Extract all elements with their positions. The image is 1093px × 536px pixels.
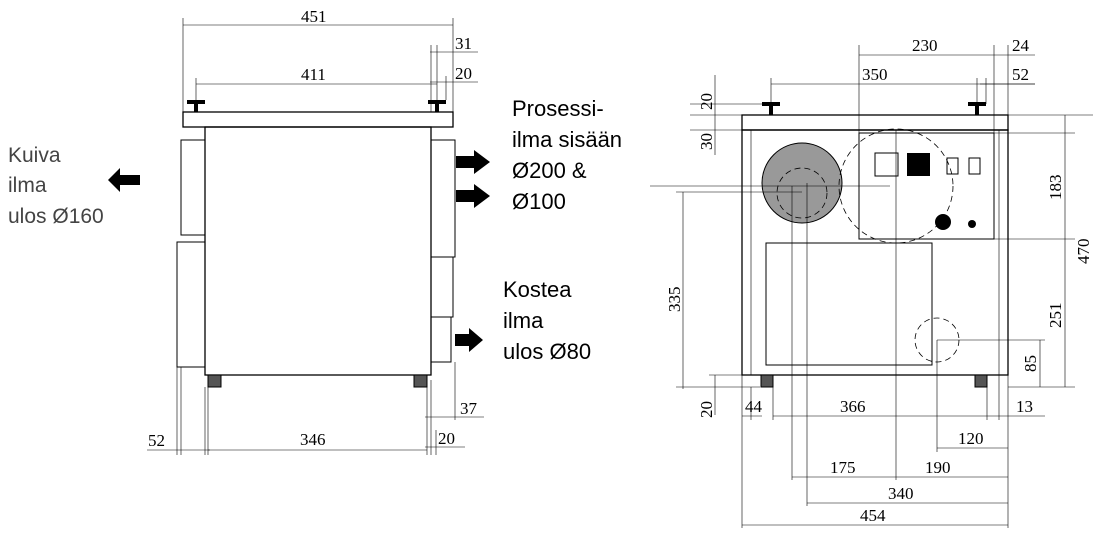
front-dim-24: 24 <box>1012 36 1030 55</box>
display-window-2 <box>907 153 930 176</box>
process-air-fan <box>761 142 843 224</box>
wet-air-label-line-3: ulos Ø80 <box>503 339 591 364</box>
switch-1 <box>946 157 959 175</box>
side-dim-right-small-bottom: 20 <box>438 429 455 448</box>
dry-air-arrow-icon <box>108 168 140 192</box>
front-view: 230 24 350 52 20 30 335 20 183 470 251 8… <box>650 36 1093 528</box>
fan-dashed-circle-small <box>776 167 828 219</box>
side-dimension-lines-top <box>182 18 478 112</box>
dry-air-label-line-1: Kuiva <box>8 144 61 167</box>
front-lower-box <box>765 242 933 366</box>
front-dim-44: 44 <box>745 397 763 416</box>
side-lifting-lug-left <box>187 100 205 112</box>
front-dim-190: 190 <box>925 458 951 477</box>
fan-dashed-circle-large <box>838 128 954 244</box>
side-top-plate <box>182 111 454 128</box>
side-main-body <box>204 126 432 376</box>
front-dim-left-335: 335 <box>665 287 684 313</box>
front-dim-left-20-top: 20 <box>697 93 716 110</box>
dry-air-label-line-2: ilma <box>8 174 47 197</box>
side-foot-right <box>413 374 428 388</box>
front-dim-85: 85 <box>1021 355 1040 372</box>
front-dimension-lines <box>650 45 1093 528</box>
front-foot-right <box>974 374 988 388</box>
wet-air-arrow-icon <box>455 328 483 352</box>
knob-large <box>935 214 951 230</box>
front-top-plate <box>741 114 1009 131</box>
front-dim-left-30: 30 <box>697 133 716 150</box>
side-right-panel-lower <box>430 316 452 363</box>
process-air-arrow-icon-upper <box>456 150 490 174</box>
side-left-panel-upper <box>180 139 206 236</box>
front-dim-left-20-bottom: 20 <box>697 401 716 418</box>
front-lifting-lug-right <box>968 102 986 115</box>
side-dim-inner-width: 411 <box>301 65 326 84</box>
side-left-panel-lower <box>176 241 206 368</box>
front-lifting-lug-left <box>762 102 780 115</box>
side-dim-left-offset-bottom: 52 <box>148 431 165 450</box>
front-dim-52: 52 <box>1012 65 1029 84</box>
process-air-label-line-2: ilma sisään <box>512 127 622 152</box>
side-right-panel-upper <box>430 139 456 258</box>
side-dim-right-offset-top: 31 <box>455 34 472 53</box>
knob-small <box>968 220 976 228</box>
wet-air-label-line-1: Kostea <box>503 277 572 302</box>
front-dim-470: 470 <box>1074 239 1093 265</box>
front-inner-frame <box>750 129 1000 376</box>
front-dim-175: 175 <box>830 458 856 477</box>
side-foot-left <box>207 374 222 388</box>
front-dim-350: 350 <box>862 65 888 84</box>
process-air-label-line-4: Ø100 <box>512 189 566 214</box>
wet-air-label-line-2: ilma <box>503 308 544 333</box>
front-foot-left <box>760 374 774 388</box>
switch-2 <box>968 157 981 175</box>
front-dim-120: 120 <box>958 429 984 448</box>
side-view: Kuiva ilma ulos Ø160 Prosessi- ilma sisä… <box>8 7 622 455</box>
process-air-label-line-3: Ø200 & <box>512 158 587 183</box>
front-dim-183: 183 <box>1046 175 1065 201</box>
side-right-panel-mid <box>430 256 454 318</box>
front-dim-13: 13 <box>1016 397 1033 416</box>
dry-air-label-line-3: ulos Ø160 <box>8 205 104 228</box>
front-dim-454: 454 <box>860 506 886 525</box>
display-window-1 <box>874 152 899 177</box>
side-dim-right-offset-small: 20 <box>455 64 472 83</box>
process-air-arrow-icon-lower <box>456 184 490 208</box>
side-dim-right-offset-bottom: 37 <box>460 399 478 418</box>
side-dim-total-width: 451 <box>301 7 327 26</box>
front-dim-251: 251 <box>1046 303 1065 329</box>
side-dimension-lines-bottom <box>147 362 484 455</box>
side-dim-foot-span: 346 <box>300 430 326 449</box>
process-air-label-line-1: Prosessi- <box>512 96 604 121</box>
front-dim-366: 366 <box>840 397 866 416</box>
front-dim-230: 230 <box>912 36 938 55</box>
front-dim-340: 340 <box>888 484 914 503</box>
